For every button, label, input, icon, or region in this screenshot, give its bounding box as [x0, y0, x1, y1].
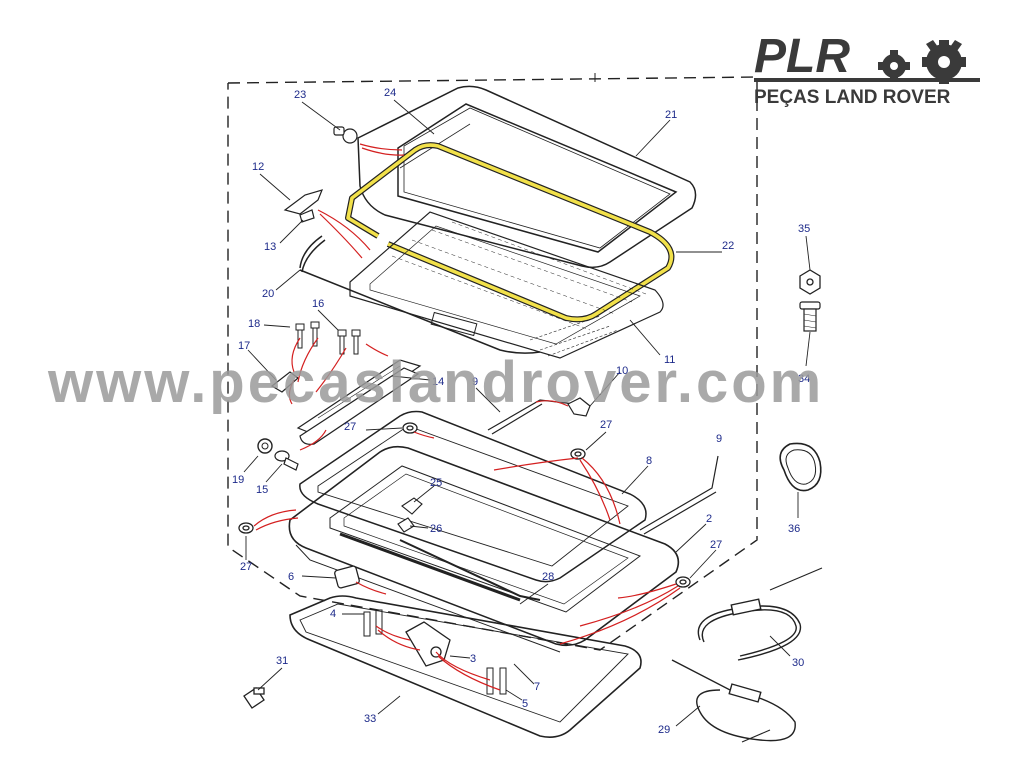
bracket-25-26	[397, 497, 423, 533]
callout-9-right: 9	[716, 433, 722, 445]
knob-23	[333, 126, 358, 144]
frame-8	[299, 410, 647, 583]
callout-25: 25	[430, 477, 442, 489]
callout-27-upper-right: 27	[600, 419, 612, 431]
callout-18: 18	[248, 318, 260, 330]
bolt-15	[274, 450, 299, 471]
callout-22: 22	[722, 240, 734, 252]
drive-cables	[487, 399, 719, 535]
callout-12: 12	[252, 161, 264, 173]
headlining-panel	[349, 211, 664, 359]
callout-20: 20	[262, 288, 274, 300]
callout-2: 2	[706, 513, 712, 525]
callout-3: 3	[470, 653, 476, 665]
bolt-34	[799, 301, 821, 332]
callout-9-upper: 9	[472, 376, 478, 388]
leader-lines	[253, 143, 681, 691]
screws-4-5	[363, 609, 507, 695]
callout-21: 21	[665, 109, 677, 121]
logo-underline	[754, 78, 980, 82]
assembly-boundary	[227, 76, 758, 651]
callout-8: 8	[646, 455, 652, 467]
clip-12	[283, 189, 324, 223]
callout-33: 33	[364, 713, 376, 725]
callout-15: 15	[256, 484, 268, 496]
bracket-17	[270, 371, 299, 393]
drain-tube-30	[697, 567, 823, 661]
glass-panel	[357, 85, 697, 269]
cap-31	[243, 687, 265, 709]
cable-clip-10	[567, 397, 591, 417]
callout-30: 30	[792, 657, 804, 669]
callout-26: 26	[430, 523, 442, 535]
site-watermark: www.pecaslandrover.com	[47, 350, 824, 415]
panel-seal	[345, 142, 675, 323]
callout-14: 14	[432, 376, 444, 388]
guide-28	[399, 539, 541, 601]
callout-7: 7	[534, 681, 540, 693]
callout-28: 28	[542, 571, 554, 583]
callout-13: 13	[264, 241, 276, 253]
callout-29: 29	[658, 724, 670, 736]
callout-5: 5	[522, 698, 528, 710]
lip-seal	[299, 235, 541, 354]
callout-34: 34	[798, 373, 810, 385]
callout-16: 16	[312, 298, 324, 310]
callout-27-upper-left: 27	[344, 421, 356, 433]
callout-10: 10	[616, 365, 628, 377]
plr-logo: PLR PEÇAS LAND ROVER	[754, 30, 980, 108]
strap-36	[779, 442, 822, 492]
callout-11: 11	[664, 354, 675, 366]
logo-brand-text: PLR	[754, 30, 850, 83]
gears-icon	[878, 40, 966, 84]
callout-27-left: 27	[240, 561, 252, 573]
logo-tagline: PEÇAS LAND ROVER	[754, 87, 951, 108]
slide-rail	[296, 359, 422, 445]
callout-35: 35	[798, 223, 810, 235]
main-frame-2	[288, 445, 680, 653]
motor-6	[334, 565, 360, 589]
callout-17: 17	[238, 340, 250, 352]
callout-31: 31	[276, 655, 288, 667]
callout-4: 4	[330, 608, 336, 620]
callout-6: 6	[288, 571, 294, 583]
nut-35	[799, 269, 821, 295]
callout-23: 23	[294, 89, 306, 101]
nut-19	[257, 438, 273, 454]
drain-tube-29	[671, 659, 796, 743]
callout-27-right: 27	[710, 539, 722, 551]
callout-labels: 23 24 21 12 13 22 20 16 18 11 17 14 9 10…	[232, 87, 810, 736]
pads-27	[238, 422, 691, 588]
callout-36: 36	[788, 523, 800, 535]
trim-frame-33	[289, 595, 642, 738]
callout-19: 19	[232, 474, 244, 486]
callout-24: 24	[384, 87, 396, 99]
callout-leaders	[243, 99, 811, 727]
